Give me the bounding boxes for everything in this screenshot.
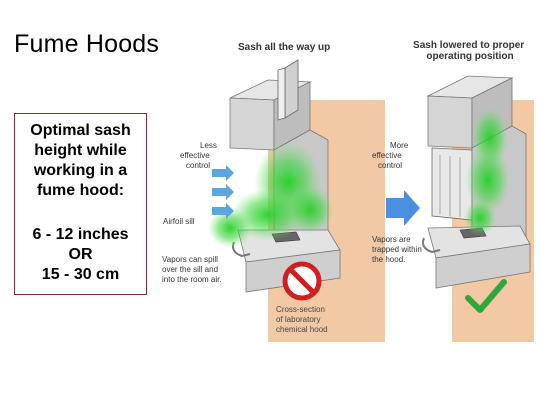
slide-title: Fume Hoods xyxy=(14,30,160,58)
less-control-line: Less xyxy=(200,141,217,150)
right-panel-title: Sash lowered to proper operating positio… xyxy=(413,40,527,62)
check-icon xyxy=(465,279,507,313)
airflow-arrows xyxy=(212,165,234,219)
right-title-line: operating position xyxy=(426,51,513,62)
cross-section-caption: Cross-section of laboratory chemical hoo… xyxy=(276,305,328,334)
more-control-label: More effective control xyxy=(372,141,410,170)
left-panel-title: Sash all the way up xyxy=(238,42,330,53)
right-vapor-cloud xyxy=(464,108,510,236)
less-control-label: Less effective control xyxy=(180,141,219,170)
comparison-arrow-icon xyxy=(386,190,420,226)
measure-cm: 15 - 30 cm xyxy=(41,266,120,283)
less-control-line: control xyxy=(186,161,210,170)
spill-line: over the sill and xyxy=(162,265,218,274)
less-control-line: effective xyxy=(180,151,210,160)
more-control-line: More xyxy=(390,141,409,150)
more-control-line: effective xyxy=(372,151,402,160)
airfoil-label: Airfoil sill xyxy=(163,217,195,226)
spill-label: Vapors can spill over the sill and into … xyxy=(162,255,222,284)
spill-line: into the room air. xyxy=(162,275,222,284)
right-title-line: Sash lowered to proper xyxy=(413,40,524,51)
right-sash xyxy=(431,147,473,221)
note-line: fume hood: xyxy=(36,182,125,199)
measure-inches: 6 - 12 inches xyxy=(32,226,129,243)
note-line: working in a xyxy=(33,162,128,179)
trapped-line: Vapors are xyxy=(372,235,411,244)
note-line: height while xyxy=(34,142,127,159)
caption-line: Cross-section xyxy=(276,305,325,314)
measure-or: OR xyxy=(68,246,93,263)
spill-line: Vapors can spill xyxy=(162,255,218,264)
left-vapor-cloud xyxy=(208,142,334,248)
more-control-line: control xyxy=(378,161,402,170)
fume-hood-diagram: Sash all the way up Sash lowered to prop… xyxy=(162,40,534,342)
trapped-line: the hood. xyxy=(372,255,405,264)
trapped-line: trapped within xyxy=(372,245,422,254)
caption-line: of laboratory xyxy=(276,315,320,324)
trapped-label: Vapors are trapped within the hood. xyxy=(372,235,424,264)
note-line: Optimal sash xyxy=(30,122,131,139)
caption-line: chemical hood xyxy=(276,325,328,334)
sash-height-note: Optimal sash height while working in a f… xyxy=(14,113,147,295)
no-symbol-icon xyxy=(282,261,322,301)
left-sash xyxy=(284,59,299,119)
